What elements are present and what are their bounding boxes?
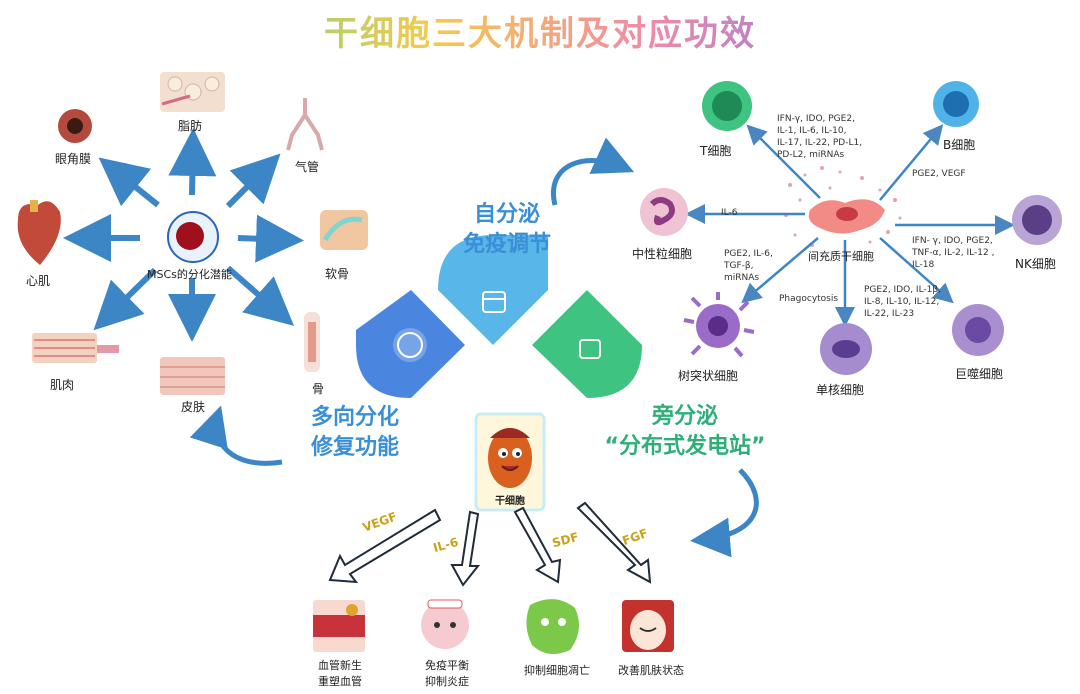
factor-arrows <box>328 501 652 587</box>
label-cornea: 眼角膜 <box>55 152 92 166</box>
dendritic-label: 树突状细胞 <box>678 369 739 383</box>
page-title: 干细胞三大机制及对应功效 <box>0 6 1080 55</box>
macrophage-label: 巨噬细胞 <box>955 367 1004 381</box>
cartilage-image <box>320 210 368 250</box>
nk-factor: IFN- γ, IDO, PGE2, <box>912 236 993 246</box>
curve-arrow-immune <box>551 137 635 206</box>
label-bone: 骨 <box>312 382 325 396</box>
label-fat: 脂肪 <box>178 119 203 133</box>
effect-immune-balance: 免疫平衡 抑制炎症 <box>407 658 487 690</box>
t-factor: IL-1, IL-6, IL-10, <box>777 126 847 136</box>
heart-image <box>17 200 61 265</box>
fat-image <box>160 72 225 112</box>
macrophage-shape <box>952 304 1004 356</box>
msc-nucleus <box>176 222 204 250</box>
apoptosis-image <box>526 599 579 654</box>
skin-image <box>160 357 225 395</box>
t-factor: IFN-γ, IDO, PGE2, <box>777 114 855 124</box>
mascot-label: 干细胞 <box>495 496 525 507</box>
effect-line: 血管新生 <box>318 659 362 672</box>
immune-balance-image <box>421 599 469 649</box>
effect-skin: 改善肌肤状态 <box>618 664 684 677</box>
monocyte-factor: Phagocytosis <box>779 294 839 304</box>
dc-factor: miRNAs <box>724 273 760 283</box>
msc-immune-label: 间充质干细胞 <box>808 250 874 263</box>
monocyte-label: 单核细胞 <box>816 383 865 397</box>
nk-cell-factors: IFN- γ, IDO, PGE2, TNF-α, IL-2, IL-12 , … <box>912 235 994 271</box>
neutrophil-shape <box>640 188 688 236</box>
effect-line: 重塑血管 <box>318 675 362 688</box>
dendritic-factors: PGE2, IL-6, TGF-β, miRNAs <box>724 248 773 284</box>
effect-anti-apoptosis: 抑制细胞凋亡 <box>524 664 590 677</box>
mesenchymal-cell <box>808 199 885 234</box>
dc-factor: PGE2, IL-6, <box>724 249 773 259</box>
muscle-image <box>32 333 119 363</box>
curve-arrow-repair <box>189 405 283 466</box>
label-trachea: 气管 <box>295 160 320 174</box>
macro-factor: IL-8, IL-10, IL-12, <box>864 297 940 307</box>
immune-line-2: 免疫调节 <box>462 232 551 257</box>
t-cell-factors: IFN-γ, IDO, PGE2, IL-1, IL-6, IL-10, IL-… <box>777 113 862 161</box>
nk-cell-label: NK细胞 <box>1015 257 1056 271</box>
paracrine-line-1: 旁分泌 <box>651 404 718 429</box>
msc-center-label: MSCs的分化潜能 <box>147 268 232 281</box>
vessel-image <box>313 600 365 652</box>
t-factor: PD-L2, miRNAs <box>777 150 845 160</box>
nk-factor: TNF-α, IL-2, IL-12 , <box>912 248 995 258</box>
b-cell-factors: PGE2, VEGF <box>912 169 966 179</box>
dendritic-shape <box>683 292 755 358</box>
label-skin: 皮肤 <box>181 400 206 414</box>
repair-line-2: 修复功能 <box>310 435 399 460</box>
secretion-dots <box>784 166 902 247</box>
b-cell-shape <box>933 81 979 127</box>
mechanism-repair-tile <box>356 290 465 398</box>
t-factor: IL-17, IL-22, PD-L1, <box>777 138 863 148</box>
nk-cell-shape <box>1012 195 1062 245</box>
dc-factor: TGF-β, <box>724 261 754 271</box>
bone-image <box>304 312 320 372</box>
label-muscle: 肌肉 <box>50 378 75 392</box>
effect-angiogenesis: 血管新生 重塑血管 <box>300 658 380 690</box>
mechanism-immune-tile <box>438 235 548 345</box>
stem-cell-mascot <box>474 412 546 512</box>
trachea-image <box>286 98 324 151</box>
immune-line-1: 自分泌 <box>473 202 540 227</box>
cornea-image <box>58 109 92 143</box>
immune-arrows <box>685 124 1015 327</box>
b-cell-label: B细胞 <box>943 138 976 152</box>
mechanism-paracrine-tile <box>532 290 642 398</box>
macro-factor: IL-22, IL-23 <box>864 309 915 319</box>
paracrine-mechanism-label: 旁分泌 “分布式发电站” <box>590 402 780 462</box>
repair-line-1: 多向分化 <box>310 405 399 430</box>
paracrine-line-2: “分布式发电站” <box>604 434 766 459</box>
skin-care-image <box>622 600 674 652</box>
neutrophil-label: 中性粒细胞 <box>632 247 693 261</box>
effect-line: 抑制炎症 <box>425 675 469 688</box>
macro-factor: PGE2, IDO, IL-1β, <box>864 285 942 295</box>
t-cell-label: T细胞 <box>700 144 732 158</box>
monocyte-shape <box>820 323 872 375</box>
label-cartilage: 软骨 <box>325 267 350 281</box>
neutrophil-factor: IL-6 <box>721 208 738 218</box>
curve-arrow-paracrine <box>690 468 759 558</box>
nk-factor: IL-18 <box>912 260 935 270</box>
immune-mechanism-label: 自分泌 免疫调节 <box>452 200 562 260</box>
t-cell-shape <box>702 81 752 131</box>
differentiation-arrows <box>63 128 304 342</box>
label-heart: 心肌 <box>26 274 51 288</box>
effect-line: 免疫平衡 <box>425 659 469 672</box>
repair-mechanism-label: 多向分化 修复功能 <box>300 403 410 463</box>
macrophage-factors: PGE2, IDO, IL-1β, IL-8, IL-10, IL-12, IL… <box>864 284 941 320</box>
